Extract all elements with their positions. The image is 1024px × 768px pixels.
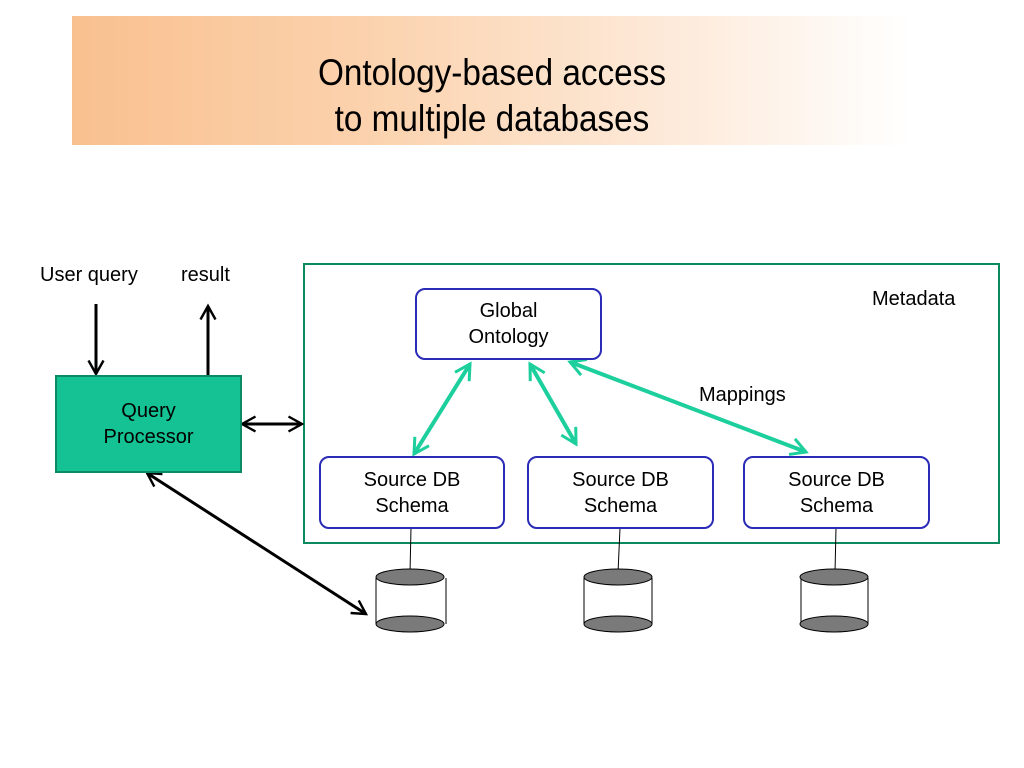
- global-ontology-line-1: Global: [479, 300, 538, 322]
- source-schema-1-line-2: Schema: [375, 494, 449, 517]
- global-ontology-box: Global Ontology: [415, 288, 602, 360]
- metadata-container: [303, 263, 1000, 544]
- result-label: result: [181, 264, 230, 286]
- title-banner: Ontology-based access to multiple databa…: [72, 16, 912, 145]
- db-connector-2: [617, 527, 621, 574]
- metadata-label: Metadata: [872, 288, 956, 310]
- source-schema-2-line-2: Schema: [583, 494, 658, 517]
- database-icon-2: [583, 568, 653, 633]
- source-schema-2-line-1: Source DB: [572, 468, 669, 491]
- database-icon-1: [375, 568, 447, 633]
- title-line-1: Ontology-based access: [317, 52, 666, 93]
- global-ontology-line-2: Ontology: [468, 326, 549, 348]
- slide-title: Ontology-based access to multiple databa…: [114, 50, 870, 142]
- source-schema-box-2: Source DB Schema: [527, 456, 714, 529]
- qp-database-arrow: [144, 471, 369, 616]
- user-query-label: User query: [40, 264, 138, 286]
- source-schema-box-1: Source DB Schema: [319, 456, 505, 529]
- mapping-arrow-3: [567, 358, 809, 456]
- mapping-arrow-1: [412, 361, 472, 457]
- source-schema-box-3: Source DB Schema: [743, 456, 930, 529]
- title-line-2: to multiple databases: [334, 98, 650, 139]
- mapping-arrow-2: [528, 361, 578, 447]
- db-connector-3: [834, 527, 837, 574]
- db-connector-1: [409, 527, 412, 574]
- query-processor-line-2: Processor: [103, 426, 194, 448]
- query-processor-line-1: Query: [121, 400, 176, 422]
- source-schema-1-line-1: Source DB: [363, 468, 461, 491]
- query-processor-box: Query Processor: [55, 375, 242, 473]
- database-icon-3: [799, 568, 869, 633]
- source-schema-3-line-2: Schema: [799, 494, 874, 517]
- mappings-label: Mappings: [699, 384, 786, 406]
- source-schema-3-line-1: Source DB: [788, 468, 885, 491]
